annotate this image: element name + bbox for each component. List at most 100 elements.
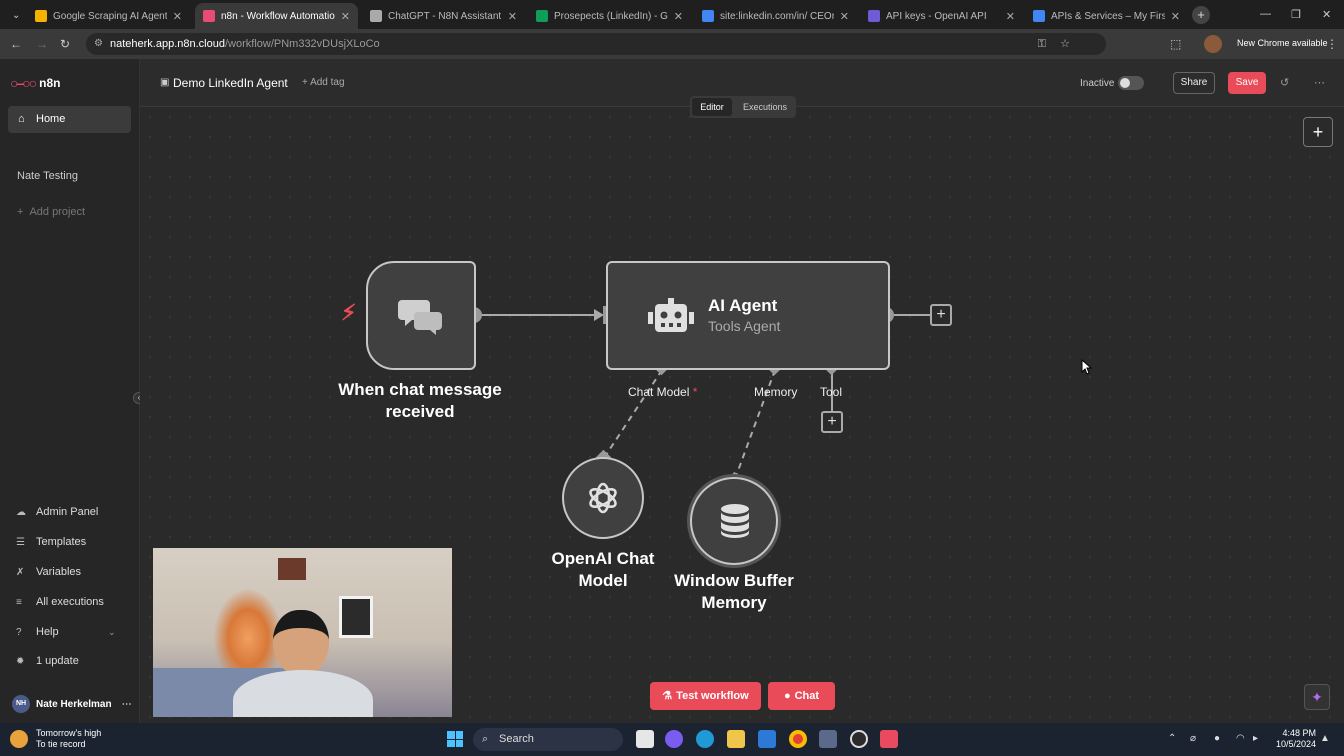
new-tab-button[interactable]: + [1192,6,1210,24]
webcam-overlay [153,548,452,717]
save-button[interactable]: Save [1228,72,1266,94]
sidebar-item-variables[interactable]: ✗Variables [16,566,120,578]
tab-close-icon[interactable]: ✕ [1005,10,1015,23]
port-label-chat-model: Chat Model * [628,385,697,399]
back-icon[interactable]: ← [10,37,22,51]
ai-assistant-sparkle-icon[interactable]: ✦ [1304,684,1330,710]
history-icon[interactable]: ↺ [1280,77,1290,89]
browser-tab[interactable]: Google Scraping AI Agent - Go✕ [27,3,190,29]
openai-app-icon[interactable] [850,730,868,748]
more-options-icon[interactable]: ⋯ [1314,77,1325,89]
openai-icon [589,482,617,514]
sidebar-item-admin-panel[interactable]: ☁ Admin Panel [16,506,120,518]
close-window-icon[interactable]: ✕ [1322,9,1332,21]
brand-name: n8n [39,76,61,90]
minimize-icon[interactable]: — [1260,8,1271,20]
new-chrome-badge[interactable]: New Chrome available [1237,38,1328,48]
browser-tab[interactable]: ChatGPT - N8N Assistant (By N✕ [362,3,525,29]
add-tag-button[interactable]: + Add tag [302,77,345,88]
reload-icon[interactable]: ↻ [60,37,71,51]
active-toggle[interactable] [1118,76,1144,90]
node-window-buffer-memory[interactable] [690,477,778,565]
user-row[interactable]: NH Nate Herkelman ⋯ [12,695,132,713]
network-off-icon[interactable]: ⌀ [1190,733,1197,744]
notification-bell-icon[interactable]: ▲ [1320,733,1330,744]
tab-close-icon[interactable]: ✕ [839,10,849,23]
extensions-icon[interactable]: ⬚ [1170,37,1182,51]
tab-favicon-icon [1033,10,1045,22]
copilot-icon[interactable] [665,730,683,748]
openai-label-line-2: Model [578,571,628,590]
tab-executions[interactable]: Executions [742,102,788,112]
sidebar-project-nate-testing[interactable]: Nate Testing [17,170,78,182]
system-clock[interactable]: 4:48 PM 10/5/2024 [1276,728,1316,750]
sidebar-item-label: All executions [36,596,104,608]
forward-icon[interactable]: → [36,37,48,51]
restore-icon[interactable]: ❐ [1291,9,1301,21]
tab-editor[interactable]: Editor [692,98,732,116]
store-icon[interactable] [758,730,776,748]
chat-button[interactable]: ●Chat [768,682,835,710]
bookmark-star-icon[interactable]: ☆ [1060,38,1070,50]
browser-tab[interactable]: site:linkedin.com/in/ CEOreal e✕ [694,3,857,29]
share-button[interactable]: Share [1173,72,1215,94]
tab-favicon-icon [868,10,880,22]
user-menu-icon[interactable]: ⋯ [121,698,132,710]
test-workflow-button[interactable]: ⚗Test workflow [650,682,761,710]
windows-start-icon[interactable] [447,731,463,747]
sidebar-item-home[interactable]: ⌂ Home [8,106,131,133]
test-workflow-label: Test workflow [676,690,749,702]
browser-tab[interactable]: API keys - OpenAI API✕ [860,3,1023,29]
file-explorer-icon[interactable] [727,730,745,748]
tab-favicon-icon [203,10,215,22]
workflow-name[interactable]: Demo LinkedIn Agent [173,76,288,90]
tab-search-icon[interactable]: ⌄ [12,9,21,21]
task-view-icon[interactable] [636,730,654,748]
edge-icon[interactable] [696,730,714,748]
node-ai-agent[interactable] [606,261,890,370]
start-tile [455,739,463,747]
tab-close-icon[interactable]: ✕ [507,10,517,23]
tray-chevron-icon[interactable]: ⌃ [1168,733,1177,744]
tab-close-icon[interactable]: ✕ [1170,10,1180,23]
weather-widget[interactable]: Tomorrow's high To tie record [10,728,101,750]
wifi-icon[interactable]: ◠ [1236,733,1245,744]
weather-line-1: Tomorrow's high [36,728,102,738]
address-bar-row: ← → ↻ ⚙ nateherk.app.n8n.cloud/workflow/… [0,29,1344,59]
browser-tab[interactable]: n8n - Workflow Automation✕ [195,3,358,29]
site-info-icon[interactable]: ⚙ [94,38,103,49]
password-key-icon[interactable]: ⚿ [1037,38,1046,50]
browser-tab[interactable]: Prosepects (LinkedIn) - Google✕ [528,3,691,29]
volume-icon[interactable]: ▸ [1253,733,1259,744]
tab-close-icon[interactable]: ✕ [340,10,350,23]
sidebar-item-help[interactable]: ?Help [16,626,120,638]
add-tool-button[interactable]: + [821,411,843,433]
snipping-tool-icon[interactable] [880,730,898,748]
browser-tab[interactable]: APIs & Services – My First Proj✕ [1025,3,1188,29]
camera-icon[interactable] [819,730,837,748]
sidebar-item-templates[interactable]: ☰Templates [16,536,120,548]
taskbar-search[interactable]: ⌕ Search [473,728,623,751]
tab-favicon-icon [370,10,382,22]
microphone-icon[interactable]: ● [1214,733,1221,744]
tab-close-icon[interactable]: ✕ [673,10,683,23]
node-openai-chat-model[interactable] [562,457,644,539]
add-next-node-button[interactable]: + [930,304,952,326]
sidebar-item-label: Admin Panel [36,506,99,518]
sidebar-item-label: 1 update [36,655,79,667]
url-path: /workflow/PNm332vDUsjXLoCo [224,38,380,50]
chat-model-text: Chat Model [628,385,690,399]
chrome-icon[interactable] [789,730,807,748]
chrome-menu-icon[interactable]: ⋮ [1326,37,1338,51]
taskbar-search-label: Search [499,733,534,745]
n8n-logo[interactable]: ○‒○○ n8n [10,75,61,91]
sidebar-item-1-update[interactable]: ✹1 update [16,655,120,667]
tab-close-icon[interactable]: ✕ [172,10,182,23]
sidebar-item-all-executions[interactable]: ≡All executions [16,596,120,608]
openai-label-line-1: OpenAI Chat [551,549,655,568]
cloud-icon: ☁ [16,506,26,518]
add-node-button[interactable]: + [1303,117,1333,147]
profile-avatar[interactable] [1204,35,1222,53]
add-project-button[interactable]: +Add project [17,206,85,218]
url-field[interactable]: ⚙ nateherk.app.n8n.cloud/workflow/PNm332… [86,33,1106,55]
